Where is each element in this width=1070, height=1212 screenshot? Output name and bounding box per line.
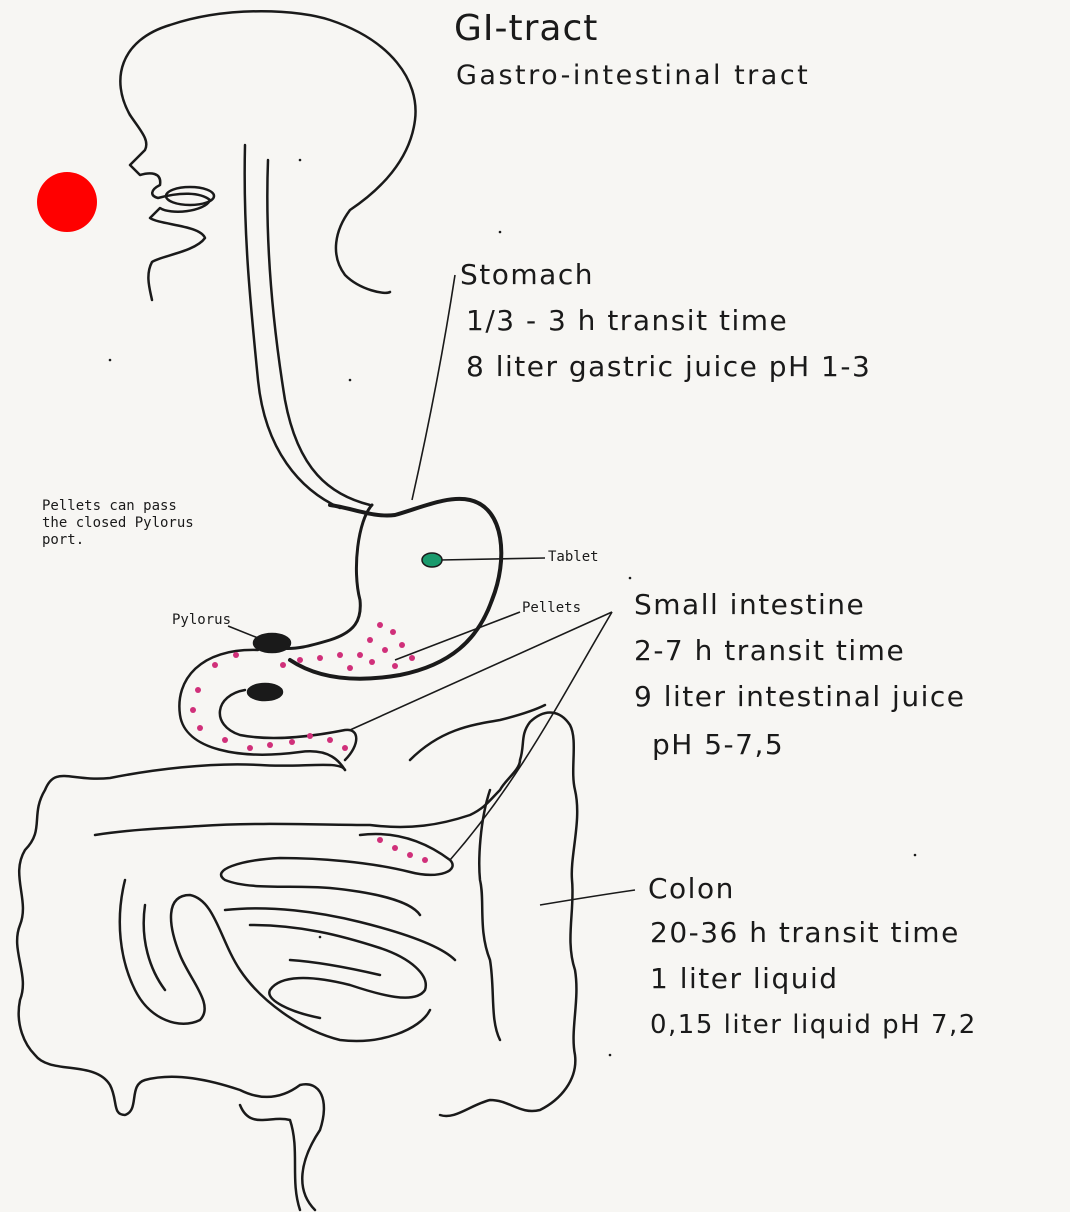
pylorus-lower bbox=[248, 684, 282, 700]
colon-liquid: 1 liter liquid bbox=[650, 962, 839, 995]
tablet-shape bbox=[422, 553, 442, 567]
stomach-inner-curve bbox=[280, 505, 372, 649]
colon-leader bbox=[540, 890, 635, 905]
small-intestine-transit: 2-7 h transit time bbox=[634, 634, 905, 667]
small-intestine-ph: pH 5-7,5 bbox=[652, 728, 784, 761]
colon-inner bbox=[95, 713, 577, 1116]
red-marker-dot bbox=[37, 172, 97, 232]
pylorus-leader bbox=[228, 626, 258, 638]
tablet-leader bbox=[440, 558, 545, 560]
colon-transit: 20-36 h transit time bbox=[650, 916, 960, 949]
pellets-note: Pellets can pass the closed Pylorus port… bbox=[42, 498, 194, 549]
small-intestine-coil-4 bbox=[225, 908, 455, 975]
pellets-leader-2 bbox=[350, 612, 612, 730]
stomach-transit: 1/3 - 3 h transit time bbox=[466, 304, 788, 337]
colon-right bbox=[410, 705, 545, 1040]
stomach-label: Stomach bbox=[460, 258, 594, 291]
esophagus-right-wall bbox=[267, 160, 370, 505]
page-title: GI-tract bbox=[454, 8, 598, 49]
small-intestine-coil-3 bbox=[144, 905, 426, 1018]
duodenum bbox=[179, 650, 356, 770]
small-intestine-coil-2 bbox=[120, 880, 430, 1041]
pylorus-label: Pylorus bbox=[172, 612, 231, 629]
face-profile bbox=[130, 115, 210, 300]
tablet-label: Tablet bbox=[548, 549, 599, 566]
page-subtitle: Gastro-intestinal tract bbox=[456, 60, 810, 91]
pylorus-upper bbox=[254, 634, 290, 652]
small-intestine-juice: 9 liter intestinal juice bbox=[634, 680, 965, 713]
small-intestine-coil-1 bbox=[221, 834, 453, 915]
stomach-leader bbox=[412, 275, 455, 500]
pellets-label: Pellets bbox=[522, 600, 581, 617]
small-intestine-label: Small intestine bbox=[634, 588, 865, 621]
colon-outline bbox=[17, 764, 345, 1210]
colon-liquid-ph: 0,15 liter liquid pH 7,2 bbox=[650, 1010, 977, 1040]
esophagus-left-wall bbox=[245, 145, 340, 508]
stomach-outline bbox=[290, 499, 501, 679]
stomach-juice: 8 liter gastric juice pH 1-3 bbox=[466, 350, 871, 383]
colon-label: Colon bbox=[648, 872, 735, 905]
